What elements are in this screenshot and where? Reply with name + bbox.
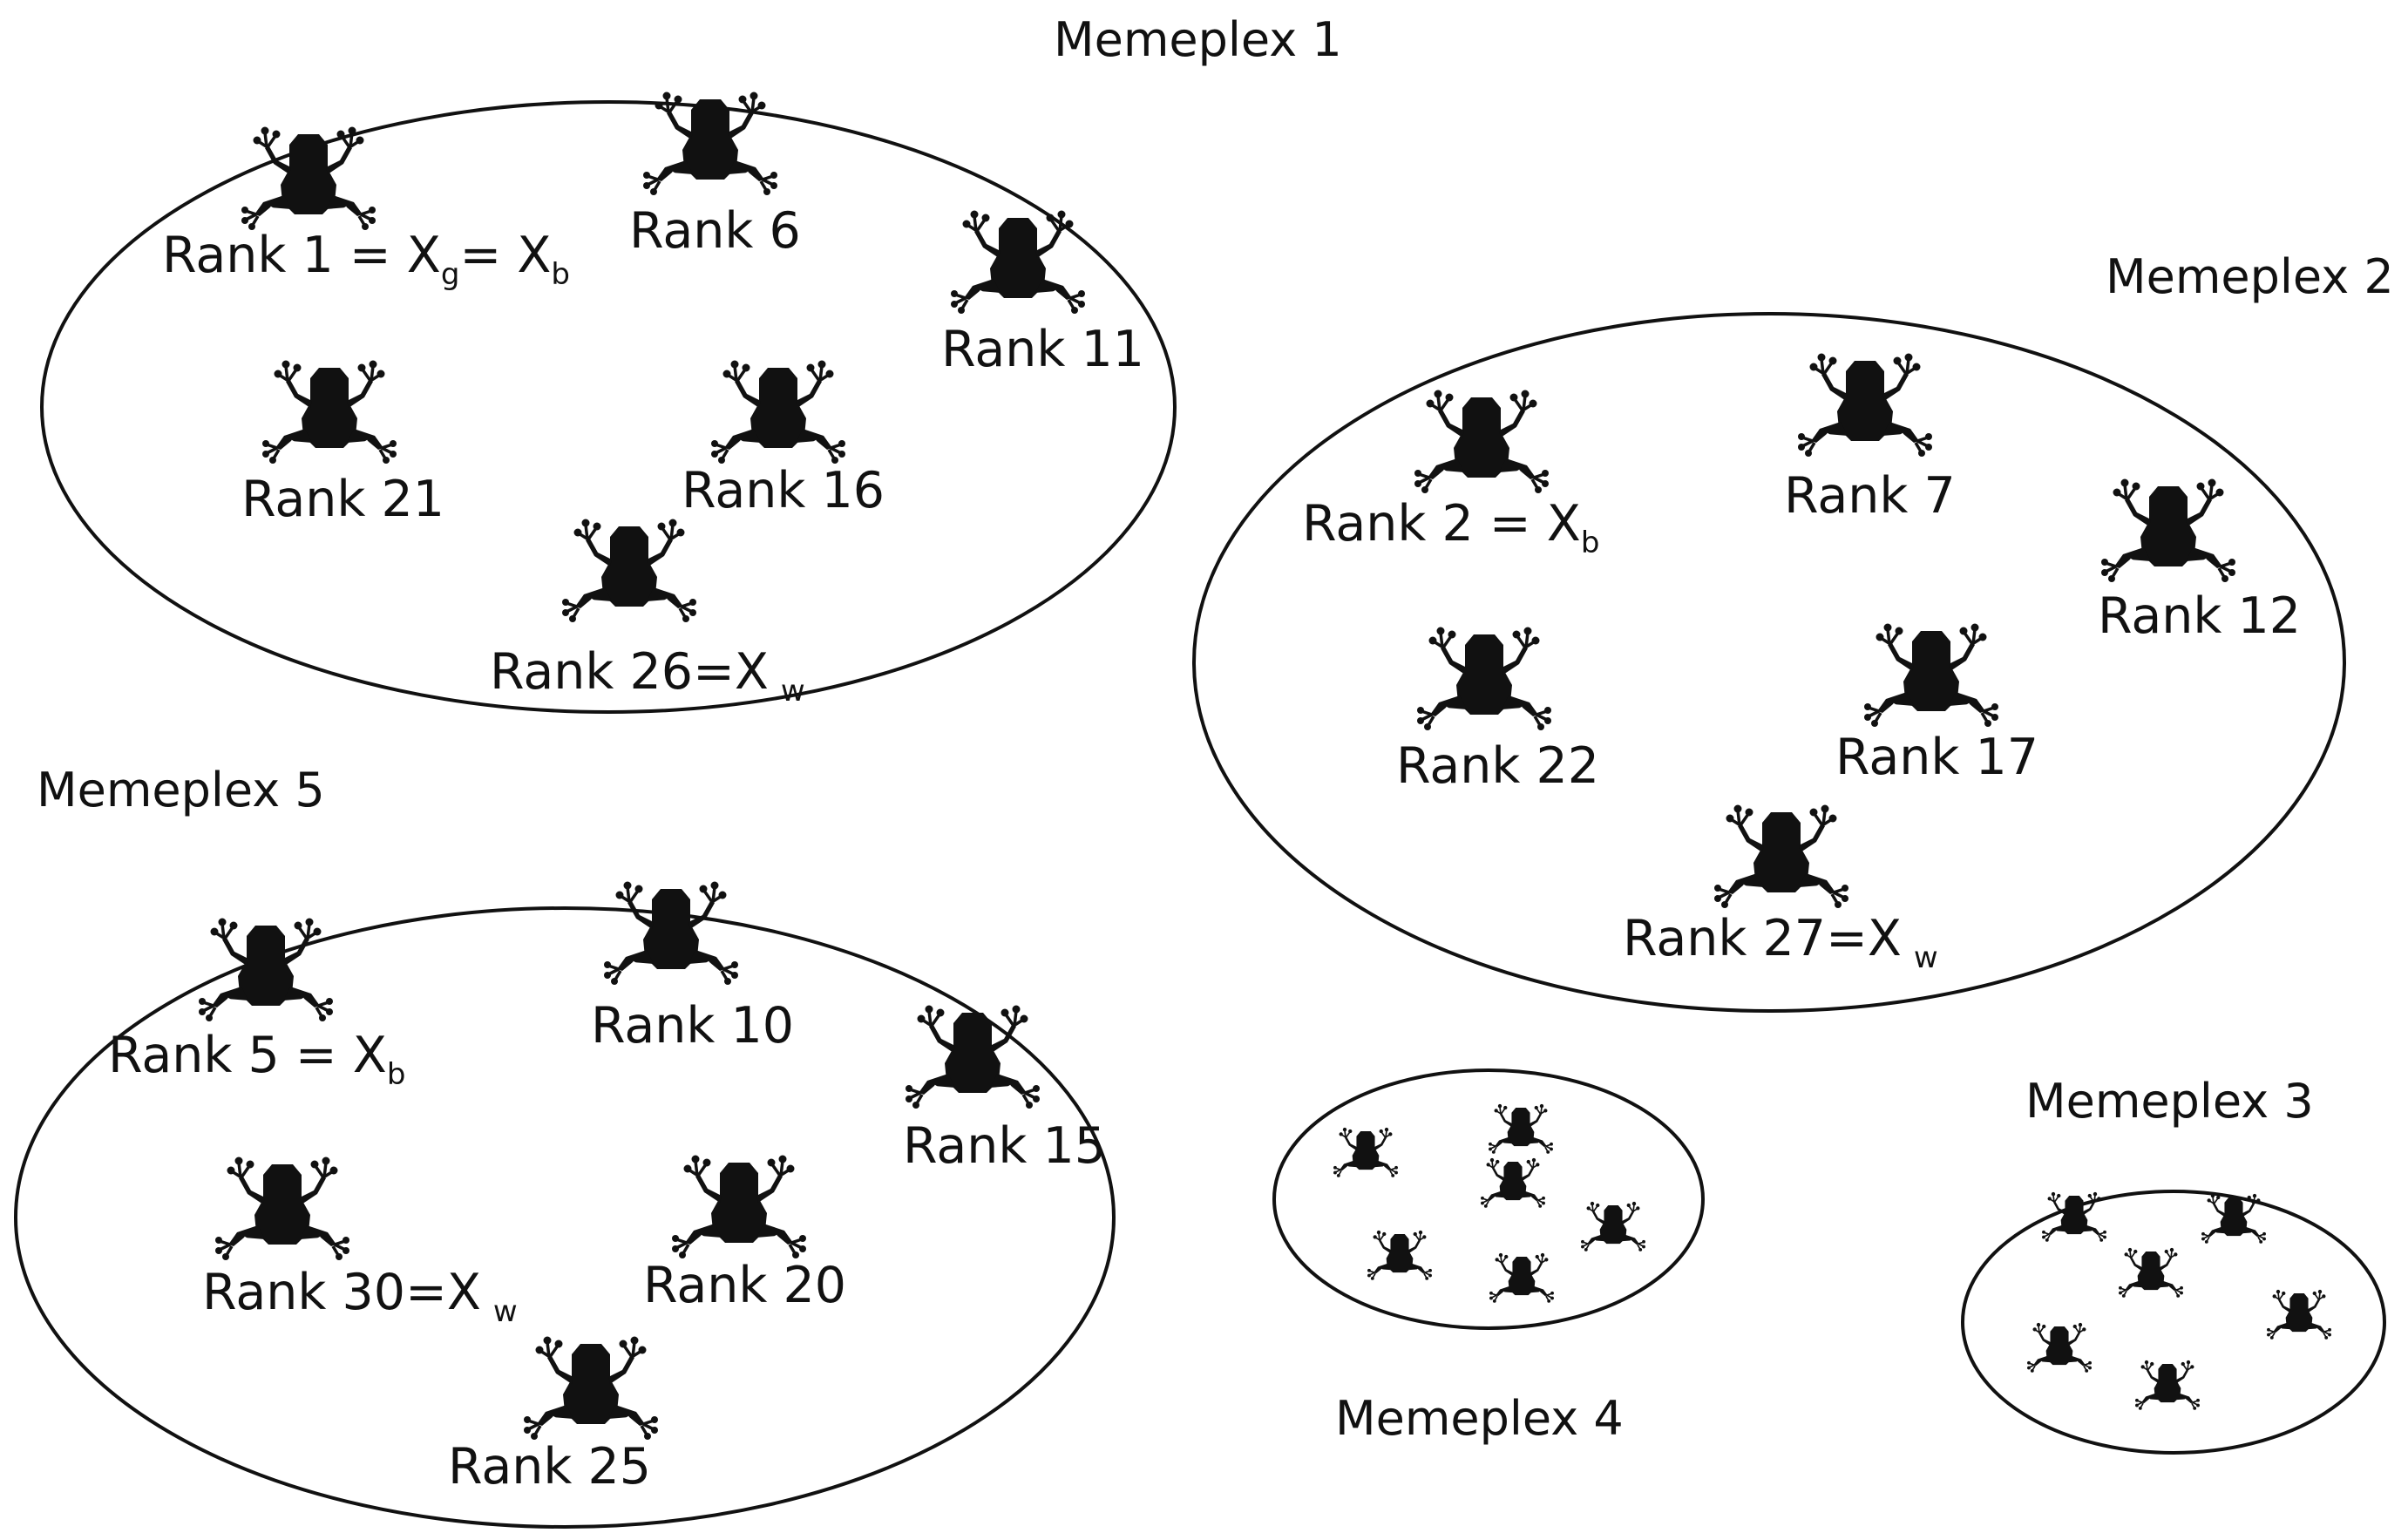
- rank-label-main: Rank 5 = X: [108, 1027, 387, 1084]
- frog-rank-30: Rank 30=X w: [202, 1155, 518, 1329]
- rank-label: Rank 16: [682, 462, 885, 519]
- rank-label-subscript-2: b: [551, 257, 570, 292]
- rank-label-subscript: g: [441, 257, 460, 292]
- rank-label-main: Rank 2 = X: [1302, 495, 1581, 553]
- frog-rank-17: Rank 17: [1835, 621, 2038, 786]
- rank-label: Rank 1 = Xg= Xb: [162, 227, 570, 292]
- memeplex-3: Memeplex 3: [1961, 1074, 2386, 1455]
- frog-rank-21: Rank 21: [241, 358, 444, 528]
- frog-icon: [197, 916, 335, 1023]
- frog-icon: [2201, 1193, 2267, 1245]
- frog-icon: [670, 1153, 808, 1260]
- rank-label: Rank 6: [629, 202, 801, 260]
- frog-rank-10: Rank 10: [591, 879, 794, 1055]
- frog-icon: [2118, 1247, 2184, 1299]
- frog-icon: [1862, 621, 2000, 729]
- frog-icon: [2266, 1289, 2332, 1340]
- frog-icon: [1367, 1230, 1433, 1281]
- memeplex-1-title: Memeplex 1: [1054, 12, 1342, 67]
- rank-label-main: Rank 26=X: [490, 643, 769, 701]
- frog-icon: [2099, 477, 2237, 584]
- frog-rank-1: Rank 1 = Xg= Xb: [162, 125, 570, 292]
- rank-label: Rank 22: [1396, 737, 1599, 795]
- rank-label: Rank 11: [941, 321, 1144, 378]
- memeplex-5-title: Memeplex 5: [37, 763, 325, 817]
- frog-icon: [1796, 351, 1934, 458]
- rank-label-main: Rank 27=X: [1623, 910, 1902, 967]
- memeplex-5-ellipse: [14, 906, 1116, 1529]
- frog-rank-15: Rank 15: [903, 1003, 1106, 1175]
- frog-icon: [522, 1334, 660, 1441]
- frog-rank-2: Rank 2 = Xb: [1302, 388, 1599, 560]
- rank-label: Rank 27=X w: [1623, 910, 1938, 975]
- frog-icon: [641, 90, 779, 197]
- memeplex-2-title: Memeplex 2: [2106, 249, 2394, 304]
- frog-icon: [1580, 1201, 1646, 1252]
- rank-label-subscript: b: [1581, 526, 1600, 560]
- rank-label: Rank 10: [591, 997, 794, 1055]
- frog-icon: [261, 358, 398, 465]
- memeplex-5: Memeplex 5 Rank 5 = Xb Rank 10 Rank 15 R…: [14, 763, 1116, 1529]
- rank-label: Rank 15: [903, 1117, 1106, 1175]
- rank-label: Rank 12: [2098, 587, 2301, 645]
- frog-icon: [240, 125, 377, 232]
- frog-icon: [1489, 1252, 1555, 1304]
- frog-icon: [1413, 388, 1550, 495]
- rank-label: Rank 2 = Xb: [1302, 495, 1599, 560]
- frog-icon: [2134, 1360, 2201, 1411]
- memeplex-4-title: Memeplex 4: [1335, 1391, 1624, 1446]
- rank-label-main: Rank 1 = X: [162, 227, 441, 284]
- rank-label: Rank 21: [241, 471, 444, 528]
- frog-rank-16: Rank 16: [682, 358, 885, 519]
- frog-rank-26: Rank 26=X w: [490, 517, 805, 709]
- rank-label-subscript: w: [493, 1294, 518, 1329]
- frog-icon: [709, 358, 847, 465]
- rank-label-main: Rank 30=X: [202, 1264, 481, 1321]
- rank-label-tail: = X: [459, 227, 551, 284]
- frog-rank-7: Rank 7: [1784, 351, 1956, 525]
- frog-rank-27: Rank 27=X w: [1623, 803, 1938, 975]
- frog-rank-22: Rank 22: [1396, 625, 1599, 795]
- rank-label: Rank 26=X w: [490, 643, 805, 709]
- rank-label: Rank 25: [448, 1438, 651, 1496]
- frog-icon: [2026, 1322, 2093, 1374]
- frog-icon: [1488, 1103, 1554, 1155]
- frog-rank-5: Rank 5 = Xb: [108, 916, 405, 1092]
- frog-rank-11: Rank 11: [941, 208, 1144, 378]
- frog-icon: [214, 1155, 351, 1262]
- frog-icon: [602, 879, 740, 987]
- memeplex-1-ellipse: [40, 100, 1177, 714]
- frog-icon: [1480, 1157, 1546, 1209]
- frog-rank-20: Rank 20: [643, 1153, 846, 1314]
- memeplex-2-ellipse: [1192, 312, 2346, 1013]
- frog-rank-12: Rank 12: [2098, 477, 2301, 645]
- frog-icon: [1333, 1127, 1399, 1178]
- frog-rank-6: Rank 6: [629, 90, 801, 260]
- rank-label-subscript: w: [781, 674, 805, 709]
- frog-icon: [1713, 803, 1850, 910]
- rank-label: Rank 7: [1784, 467, 1956, 525]
- memeplex-3-title: Memeplex 3: [2025, 1074, 2314, 1129]
- frog-icon: [949, 208, 1087, 315]
- rank-label: Rank 20: [643, 1257, 846, 1314]
- memeplex-2: Memeplex 2 Rank 2 = Xb Rank 7 Rank 12 Ra…: [1192, 249, 2394, 1013]
- memeplex-1: Memeplex 1 Rank 1 = Xg= Xb Rank 6 Rank 1…: [40, 12, 1342, 714]
- rank-label-subscript: b: [387, 1057, 406, 1092]
- frog-icon: [560, 517, 698, 624]
- rank-label: Rank 5 = Xb: [108, 1027, 405, 1092]
- frog-icon: [904, 1003, 1041, 1110]
- rank-label: Rank 30=X w: [202, 1264, 518, 1329]
- memeplex-4-ellipse: [1272, 1068, 1705, 1330]
- memeplex-4: Memeplex 4: [1272, 1068, 1705, 1446]
- frog-rank-25: Rank 25: [448, 1334, 660, 1496]
- memeplex-3-ellipse: [1961, 1190, 2386, 1455]
- rank-label-subscript: w: [1914, 940, 1938, 975]
- frog-icon: [1415, 625, 1553, 732]
- rank-label: Rank 17: [1835, 729, 2038, 786]
